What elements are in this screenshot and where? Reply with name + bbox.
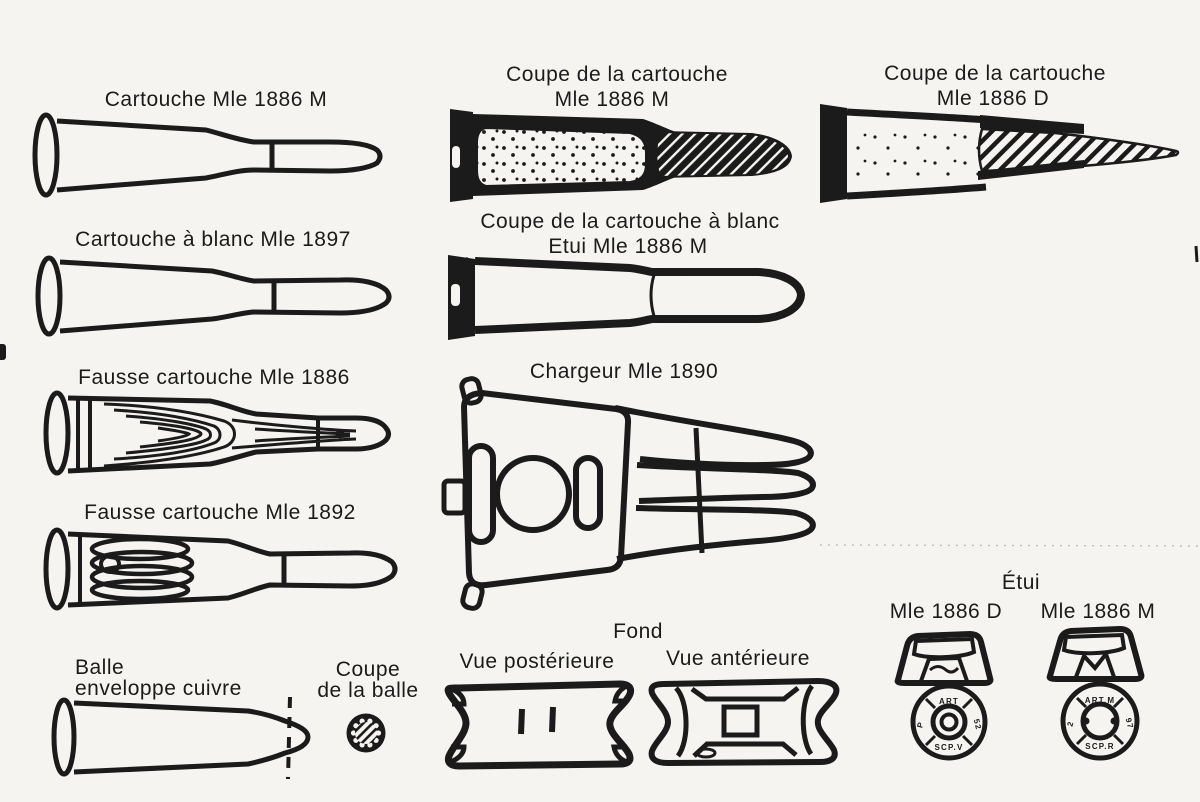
label-fausse-1886: Fausse cartouche Mle 1886 — [78, 366, 350, 389]
label-vue-posterieure: Vue postérieure — [460, 650, 615, 673]
label-balle-line2: enveloppe cuivre — [75, 677, 242, 700]
headstamp-m-left: 2 — [1065, 720, 1075, 728]
label-coupe-1886d-line2: Mle 1886 D — [937, 87, 1049, 110]
label-coupe-balle-line1: Coupe — [336, 658, 400, 681]
chargeur-1890-drawing — [441, 376, 816, 611]
coupe-1886d-drawing — [820, 104, 1180, 203]
fausse-1886-drawing — [43, 390, 391, 476]
headstamp-d-bottom: SCP.V — [935, 743, 964, 752]
label-coupe-1886m-line2: Mle 1886 M — [555, 88, 670, 111]
cartouche-1886m-drawing — [32, 112, 383, 198]
label-coupe-1886d-line1: Coupe de la cartouche — [884, 62, 1106, 85]
label-coupe-blanc-line2: Etui Mle 1886 M — [548, 235, 707, 258]
label-coupe-blanc-line1: Coupe de la cartouche à blanc — [480, 210, 779, 233]
coupe-1886m-drawing — [450, 109, 792, 202]
label-chargeur-1890: Chargeur Mle 1890 — [530, 360, 718, 383]
etui-m-drawing: ART.M SCP.R 2 97 — [1046, 625, 1145, 761]
cartouche-blanc-1897-drawing — [35, 255, 392, 337]
label-coupe-1886m-line1: Coupe de la cartouche — [506, 63, 728, 86]
label-cartouche-1886m: Cartouche Mle 1886 M — [105, 88, 327, 111]
label-fond: Fond — [613, 620, 663, 643]
spring-coils — [89, 536, 195, 602]
headstamp-d-top: ART — [939, 697, 959, 706]
fond-vue-posterieure-drawing — [444, 680, 635, 770]
label-etui-m: Mle 1886 M — [1041, 600, 1156, 623]
wood-grain — [103, 402, 357, 468]
label-coupe-balle-line2: de la balle — [317, 679, 418, 702]
scan-artifacts — [0, 245, 1200, 547]
label-vue-anterieure: Vue antérieure — [666, 647, 810, 670]
coupe-blanc-drawing — [448, 255, 806, 340]
headstamp-d-left: P — [915, 720, 925, 729]
etui-d-drawing: ART SCP.V P 52 — [894, 630, 994, 761]
headstamp-m-bottom: SCP.R — [1085, 742, 1114, 751]
headstamp-d-right: 52 — [972, 718, 984, 731]
label-fausse-1892: Fausse cartouche Mle 1892 — [84, 501, 356, 524]
label-etui-heading: Étui — [1002, 571, 1040, 594]
label-cartouche-blanc-1897: Cartouche à blanc Mle 1897 — [75, 228, 351, 251]
coupe-balle-drawing — [346, 713, 386, 753]
label-etui-d: Mle 1886 D — [890, 600, 1002, 623]
headstamp-m-top: ART.M — [1085, 696, 1115, 705]
headstamp-m-right: 97 — [1124, 717, 1136, 730]
fausse-1892-drawing — [43, 527, 398, 611]
balle-drawing — [51, 696, 311, 780]
fond-vue-anterieure-drawing — [648, 677, 840, 767]
label-balle-line1: Balle — [75, 656, 124, 679]
